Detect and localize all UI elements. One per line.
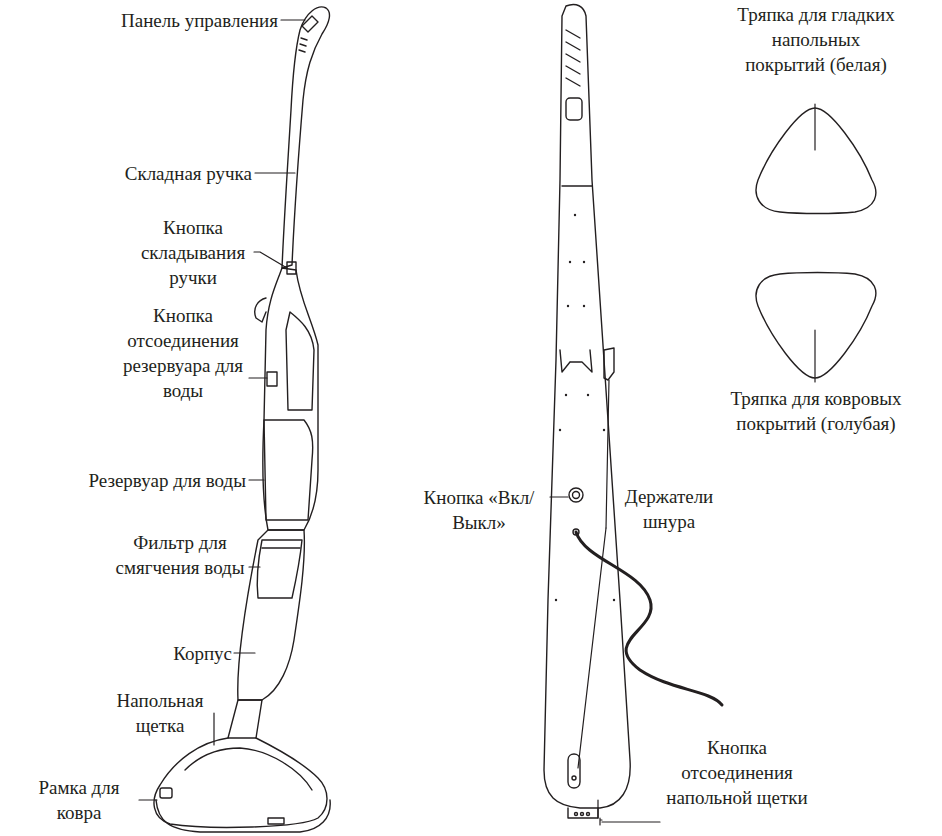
filter-line	[262, 547, 300, 548]
white-cloth	[756, 108, 876, 214]
back-housing	[544, 4, 630, 808]
softening-filter	[257, 540, 302, 598]
brush-neck	[228, 700, 262, 738]
part-label: Складная ручка	[90, 161, 252, 186]
part-label: Корпус	[150, 641, 232, 666]
side-lever	[255, 298, 266, 322]
folding-handle	[282, 7, 329, 268]
cord-holder-lower	[568, 754, 580, 788]
grip-button	[566, 98, 582, 120]
grip-bumps	[566, 30, 580, 86]
tab-dot	[581, 813, 584, 816]
on-off-button	[569, 488, 583, 502]
part-label: Панель управления	[66, 8, 278, 33]
tab-dot	[575, 813, 578, 816]
part-label: Рамка для ковра	[18, 775, 140, 825]
brush-release-tab	[568, 808, 598, 818]
seam	[562, 185, 592, 186]
tab-dot	[587, 813, 590, 816]
part-label: Тряпка для ковровых покрытий (голубая)	[730, 386, 902, 436]
part-label: Фильтр для смягчения воды	[112, 530, 248, 580]
carpet-frame	[156, 800, 330, 832]
part-label: Напольная щетка	[100, 688, 220, 738]
steam-mop-back	[544, 4, 722, 818]
screw-dots	[555, 214, 615, 601]
cord	[576, 532, 722, 705]
part-label: Держатели шнура	[614, 484, 724, 534]
blue-cloth	[756, 273, 876, 379]
part-label: Тряпка для гладких напольных покрытий (б…	[730, 2, 902, 77]
leader-lines	[139, 20, 815, 825]
bracket	[560, 350, 592, 372]
water-tank	[264, 420, 313, 520]
brush-clip-right	[268, 818, 284, 824]
grip-lines	[299, 38, 307, 52]
tank-release-button	[267, 372, 277, 386]
on-off-inner	[573, 492, 580, 499]
holder-hole	[572, 776, 576, 780]
floor-brush	[154, 738, 327, 827]
part-label: Кнопка складывания ручки	[132, 215, 254, 290]
brush-clip	[160, 788, 172, 798]
part-label: Кнопка отсоединения напольной щетки	[662, 735, 812, 810]
window	[286, 312, 314, 410]
brush-top	[185, 748, 312, 790]
control-panel	[302, 16, 318, 32]
cord-holder-upper	[604, 348, 614, 380]
part-label: Кнопка «Вкл/Выкл»	[410, 485, 548, 535]
fold-button	[287, 262, 296, 274]
body-housing	[238, 530, 305, 700]
part-label: Кнопка отсоединения резервуара для воды	[118, 303, 248, 403]
part-label: Резервуар для воды	[6, 468, 246, 493]
upper-body	[263, 268, 318, 530]
